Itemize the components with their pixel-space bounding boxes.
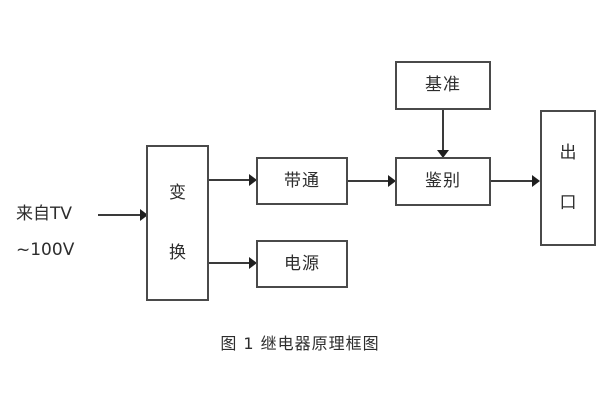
block-output[interactable]: 出 口 [540, 110, 596, 246]
input-source-label-line1: 来自TV [16, 204, 73, 224]
block-discriminate[interactable]: 鉴别 [395, 157, 491, 206]
input-source-label-line2: ~100V [16, 240, 75, 260]
connector-convert-to-power [209, 257, 257, 269]
connector-convert-to-bandpass [209, 174, 257, 186]
connector-discriminate-to-output [491, 175, 540, 187]
block-convert[interactable]: 变 换 [146, 145, 209, 301]
block-output-char2: 口 [559, 192, 577, 213]
block-convert-char2: 换 [169, 242, 186, 263]
block-bandpass[interactable]: 带通 [256, 157, 348, 205]
block-reference[interactable]: 基准 [395, 61, 491, 110]
block-output-char1: 出 [559, 142, 577, 163]
connector-bandpass-to-discriminate [348, 175, 396, 187]
figure-caption: 图 1 继电器原理框图 [220, 334, 380, 353]
block-convert-char1: 变 [169, 182, 186, 203]
connector-reference-to-discriminate [437, 110, 449, 158]
connector-source-to-convert [98, 209, 148, 221]
block-power[interactable]: 电源 [256, 240, 348, 288]
